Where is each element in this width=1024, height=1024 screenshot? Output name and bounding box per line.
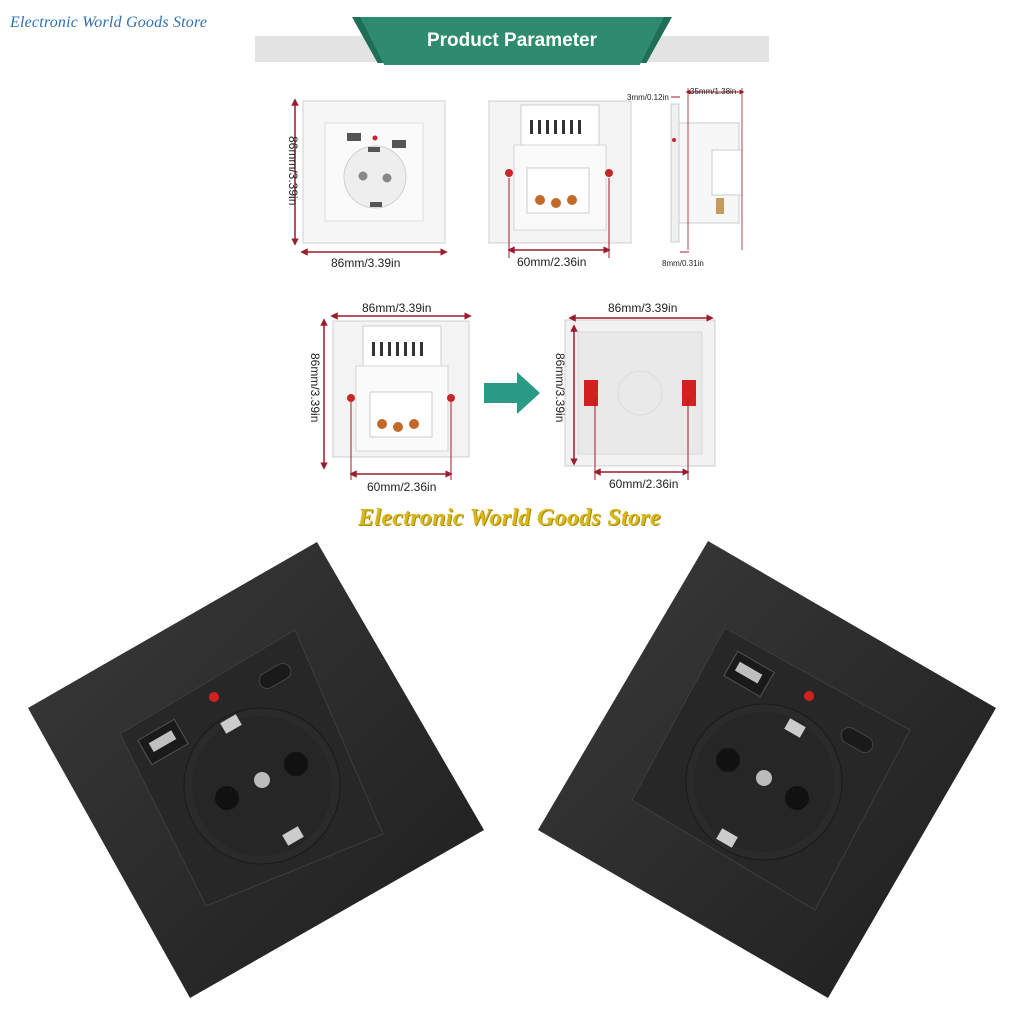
side-view-socket	[670, 103, 743, 243]
box-height-label: 86mm/3.39in	[553, 353, 567, 423]
front-height-label: 86mm/3.39in	[286, 136, 300, 206]
transition-arrow	[484, 372, 540, 414]
back2-height-label: 86mm/3.39in	[308, 353, 322, 423]
banner-title: Product Parameter	[426, 30, 597, 51]
front-view-socket	[302, 100, 446, 244]
store-sign: Electronic World Goods Store	[358, 505, 661, 531]
back2-mount-label: 60mm/2.36in	[367, 480, 437, 494]
box-mount-label: 60mm/2.36in	[609, 477, 679, 491]
mounting-box	[564, 319, 716, 467]
back2-width-label: 86mm/3.39in	[362, 301, 432, 315]
front-width-label: 86mm/3.39in	[331, 256, 401, 270]
side-base-label: 8mm/0.31in	[662, 259, 704, 268]
black-socket-left	[28, 542, 484, 998]
back-mount-label: 60mm/2.36in	[517, 255, 587, 269]
store-watermark: Electronic World Goods Store	[10, 14, 208, 31]
black-socket-right	[538, 541, 996, 998]
side-plate-label: 3mm/0.12in	[627, 93, 669, 102]
side-depth-label: 35mm/1.38in	[690, 87, 737, 96]
box-width-label: 86mm/3.39in	[608, 301, 678, 315]
banner-ribbon	[360, 17, 664, 65]
back-view-socket	[488, 100, 632, 244]
back-view-socket-2	[332, 320, 470, 458]
